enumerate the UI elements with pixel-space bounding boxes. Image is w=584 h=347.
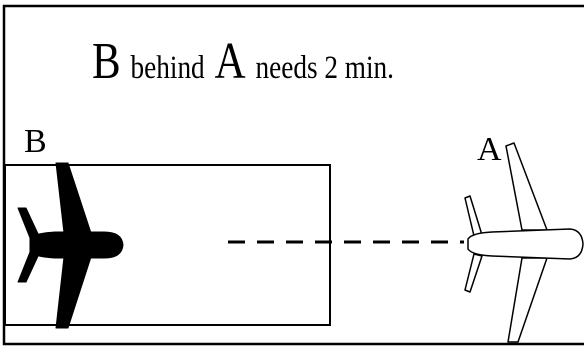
caption-letter-a: A [215,33,246,90]
plane-b-label: B [24,123,47,160]
plane-a-upper-wing [506,143,547,230]
plane-b-upper-tail [18,208,39,238]
caption: B behind A needs 2 min. [92,33,394,90]
plane-b-fuselage [30,232,123,258]
plane-a-label: A [477,131,502,168]
plane-a-lower-tail [465,254,482,292]
airplane-outline-icon [465,143,583,342]
plane-b-lower-wing [56,257,91,328]
caption-letter-b: B [92,33,121,90]
airplane-silhouette-icon [18,163,123,328]
plane-a-fuselage [468,229,583,259]
plane-a-lower-wing [508,258,547,342]
plane-b-lower-tail [18,252,39,282]
caption-word-behind: behind [131,50,206,86]
plane-a-upper-tail [465,196,482,236]
plane-b-upper-wing [56,163,91,233]
caption-rest: needs 2 min. [256,50,394,86]
